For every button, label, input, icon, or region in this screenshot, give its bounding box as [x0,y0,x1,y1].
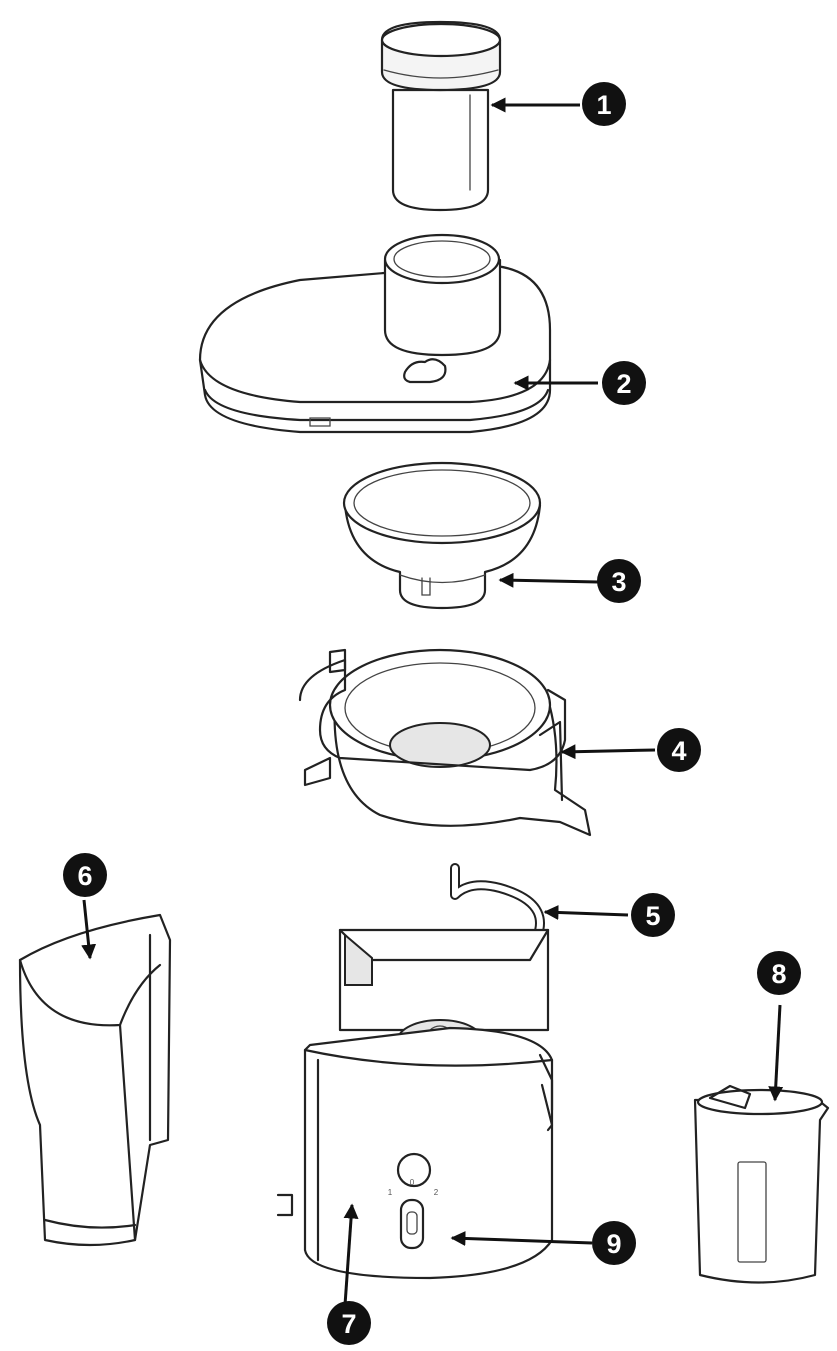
arrow-6 [81,899,97,960]
callout-badge-7: 7 [327,1301,371,1345]
arrow-9 [450,1230,593,1246]
callout-badge-3: 3 [597,559,641,603]
callout-number-2: 2 [616,369,631,399]
callout-number-8: 8 [771,959,786,989]
callout-number-1: 1 [596,90,611,120]
food-pusher [380,20,502,212]
callout-badge-8: 8 [757,951,801,995]
speed-switch: 1 0 2 [388,1178,439,1250]
callout-number-4: 4 [671,736,686,766]
callout-badge-5: 5 [631,893,675,937]
juice-jug [693,1084,830,1284]
callout-number-5: 5 [645,901,660,931]
callout-number-9: 9 [606,1229,621,1259]
arrow-3 [498,572,599,588]
callout-badge-9: 9 [592,1221,636,1265]
arrow-4 [560,744,656,760]
speed-dial-mark-1: 1 [388,1188,393,1197]
callout-badge-4: 4 [657,728,701,772]
juicer-lid [198,233,552,434]
speed-dial-mark-2: 2 [434,1188,439,1197]
callout-badge-1: 1 [582,82,626,126]
callout-number-6: 6 [77,861,92,891]
callout-badge-2: 2 [602,361,646,405]
callout-number-3: 3 [611,567,626,597]
pulp-container [18,913,172,1247]
arrow-7 [343,1203,359,1306]
juice-collector-bowl [298,648,592,837]
arrow-8 [768,1004,784,1102]
callout-arrows [81,97,784,1306]
filter-basket [342,461,542,610]
callout-badge-6: 6 [63,853,107,897]
speed-dial-mark-0: 0 [410,1178,415,1187]
motor-base [276,928,554,1280]
arrow-5 [543,904,629,920]
callout-number-7: 7 [341,1309,356,1339]
